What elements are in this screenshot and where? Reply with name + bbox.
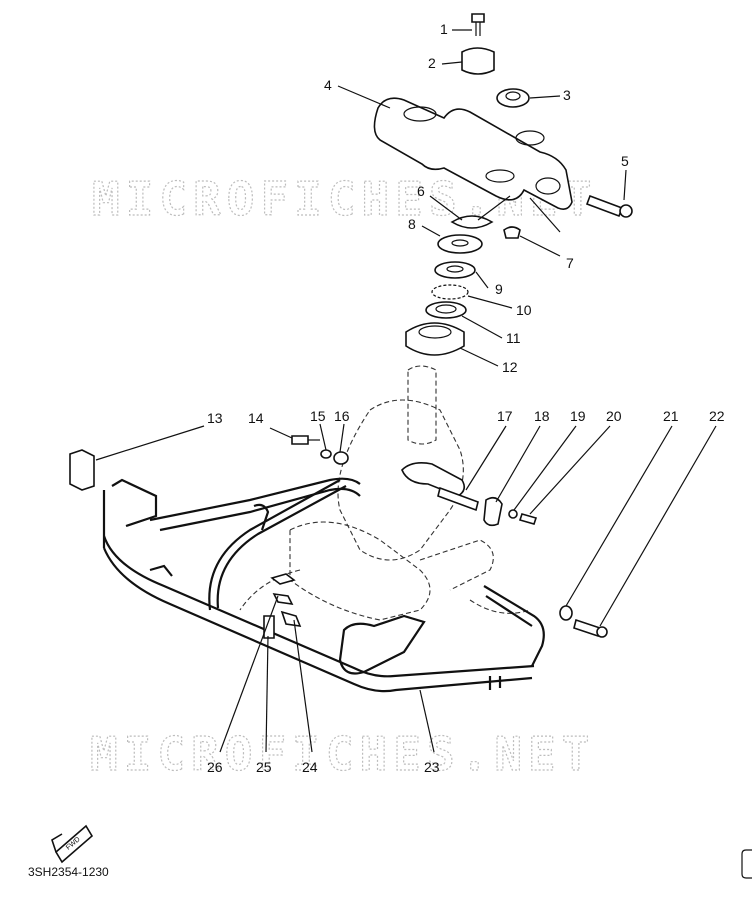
label-26: 26	[207, 759, 223, 775]
label-4: 4	[324, 77, 332, 93]
label-21: 21	[663, 408, 679, 424]
label-7: 7	[566, 255, 574, 271]
part-number-labels: 1 2 3 4 5 6 7 8 9 10 11 12 13 14 15 16 1…	[207, 21, 725, 775]
label-3: 3	[563, 87, 571, 103]
label-11: 11	[506, 330, 521, 346]
label-19: 19	[570, 408, 586, 424]
corner-mark	[741, 849, 752, 879]
label-13: 13	[207, 410, 223, 426]
label-2: 2	[428, 55, 436, 71]
label-23: 23	[424, 759, 440, 775]
label-20: 20	[606, 408, 622, 424]
label-15: 15	[310, 408, 326, 424]
drawing-code: 3SH2354-1230	[28, 865, 109, 879]
label-18: 18	[534, 408, 550, 424]
label-6: 6	[417, 183, 425, 199]
label-22: 22	[709, 408, 725, 424]
label-14: 14	[248, 410, 264, 426]
lower-hardware	[263, 573, 608, 639]
clip-13	[69, 449, 95, 491]
watermark-bottom: MICROFICHES.NET	[90, 727, 595, 781]
leader-lines	[95, 29, 717, 753]
label-9: 9	[495, 281, 503, 297]
label-5: 5	[621, 153, 629, 169]
label-16: 16	[334, 408, 350, 424]
bolts-14-16	[291, 435, 349, 465]
fwd-arrow-icon: FWD	[51, 824, 94, 864]
label-17: 17	[497, 408, 513, 424]
label-24: 24	[302, 759, 318, 775]
label-10: 10	[516, 302, 532, 318]
upper-bracket-assembly	[373, 13, 633, 356]
pivot-assembly	[401, 462, 538, 527]
label-12: 12	[502, 359, 518, 375]
frame-23	[102, 477, 545, 693]
label-1: 1	[440, 21, 448, 37]
label-25: 25	[256, 759, 272, 775]
label-8: 8	[408, 216, 416, 232]
